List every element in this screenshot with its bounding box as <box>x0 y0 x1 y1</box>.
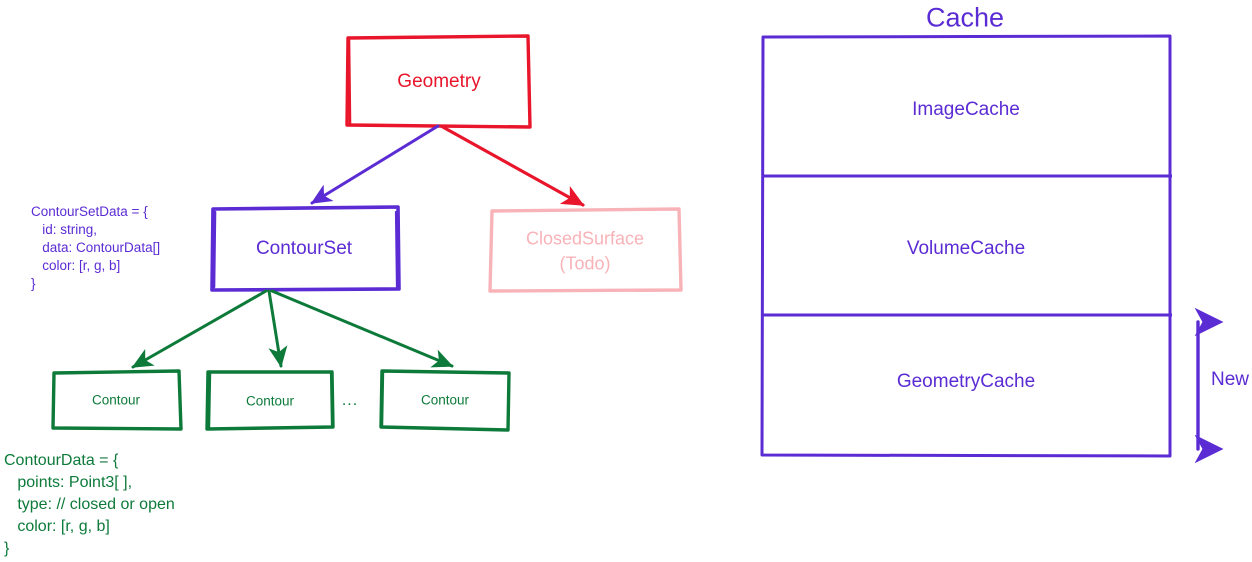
cache-row-volume-label: VolumeCache <box>906 238 1026 259</box>
cache-row-image-label: ImageCache <box>912 99 1020 120</box>
geometry-node-label: Geometry <box>397 71 481 92</box>
new-annotation-label: New <box>1211 369 1250 390</box>
closedsurface-node-label: ClosedSurface <box>525 228 645 249</box>
contour-node-2-label: Contour <box>245 393 295 409</box>
contourset-node-label: ContourSet <box>255 238 353 259</box>
edge-contourset-contour-1 <box>131 289 268 369</box>
closedsurface-box-outline <box>488 207 683 293</box>
edge-geometry-closedsurface <box>439 124 585 207</box>
edge-contourset-contour-2 <box>267 289 288 368</box>
contour-node-1-label: Contour <box>91 392 141 408</box>
contoursetdata-annotation: ContourSetData = { id: string, data: Con… <box>31 204 161 291</box>
edge-geometry-contourset <box>310 124 440 205</box>
contourdata-annotation: ContourData = { points: Point3[ ], type:… <box>4 452 175 557</box>
contour-ellipsis-label: ... <box>341 392 359 409</box>
cache-title: Cache <box>925 2 1005 33</box>
contour-node-n-label: Contour <box>420 392 470 408</box>
edge-contourset-contour-n <box>270 289 454 368</box>
cache-row-geometry-label: GeometryCache <box>896 371 1036 392</box>
closedsurface-node-sublabel: (Todo) <box>559 253 611 274</box>
